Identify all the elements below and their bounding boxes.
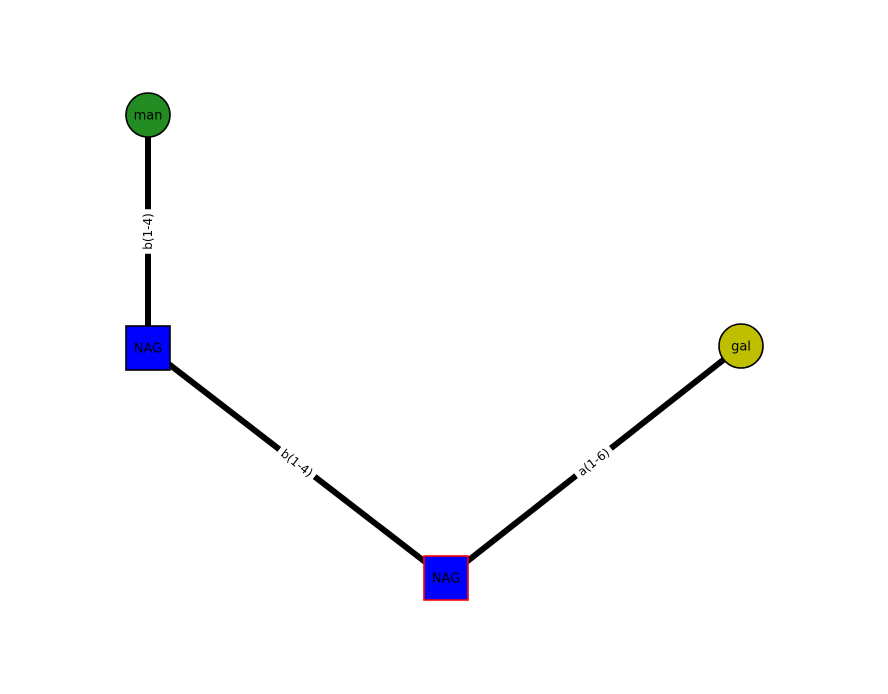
node-label-gal: gal	[731, 340, 751, 355]
node-label-man: man	[134, 109, 163, 124]
node-label-NAG-2: NAG	[432, 572, 460, 587]
edge-label-bg-NAG-2-gal	[571, 441, 616, 483]
node-gal-circle	[718, 323, 764, 369]
edge-label-bg-NAG-1-NAG-2	[274, 442, 320, 484]
edge-label-bg-man-NAG-1	[137, 209, 160, 254]
node-man-circle	[125, 92, 171, 138]
edge-label-group-man-NAG-1: b(1-4)	[137, 209, 160, 254]
edge-label-man-NAG-1: b(1-4)	[141, 213, 155, 250]
node-NAG-1-square	[125, 325, 171, 371]
node-label-NAG-1: NAG	[134, 342, 162, 357]
node-NAG-2-square	[423, 555, 469, 601]
